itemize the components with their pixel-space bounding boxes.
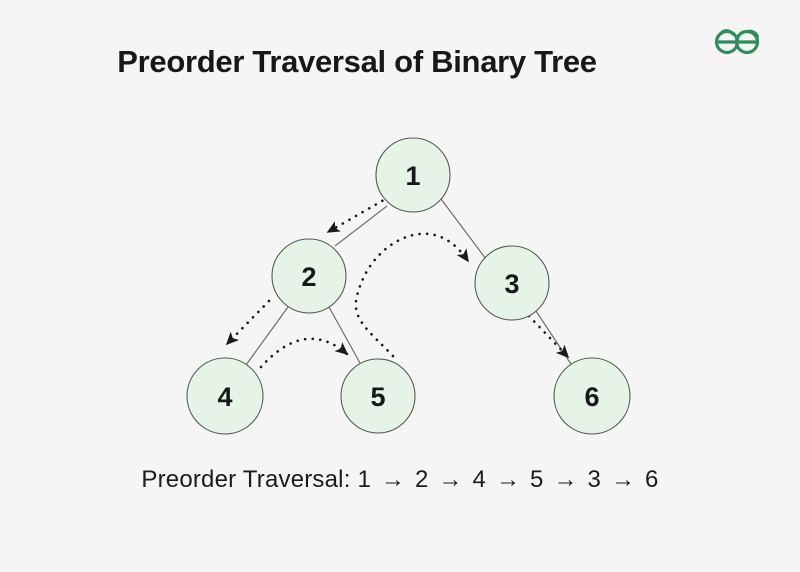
page-title: Preorder Traversal of Binary Tree [117, 44, 597, 79]
traversal-arrows [225, 195, 570, 369]
traversal-seq-2: 4 [472, 466, 487, 493]
tree-edge-2-5 [328, 306, 361, 364]
traversal-caption: Preorder Traversal: 1 → 2 → 4 → 5 → 3 → … [0, 466, 800, 494]
tree-node-1[interactable]: 1 [375, 137, 451, 213]
tree-node-4-label: 4 [217, 382, 232, 412]
traversal-seq-0: 1 [357, 466, 372, 493]
arrow-right-icon: → [380, 466, 406, 493]
tree-nodes: 1 2 3 4 5 6 [186, 137, 631, 435]
tree-edges [245, 198, 572, 366]
tree-node-5-label: 5 [370, 382, 385, 412]
traversal-caption-prefix: Preorder Traversal: [141, 466, 351, 493]
traversal-seq-1: 2 [414, 466, 429, 493]
tree-node-5-circle[interactable] [340, 358, 416, 434]
arrow-right-icon: → [553, 466, 578, 493]
tree-node-3-circle[interactable] [474, 245, 550, 321]
tree-node-4-circle[interactable] [186, 357, 264, 435]
tree-node-3[interactable]: 3 [474, 245, 550, 321]
tree-node-2-label: 2 [301, 262, 316, 292]
tree-node-2-circle[interactable] [271, 238, 347, 314]
tree-node-3-label: 3 [504, 269, 519, 299]
arrow-right-icon: → [610, 466, 636, 493]
tree-edge-2-4 [245, 306, 289, 366]
arrow-right-icon: → [495, 466, 521, 493]
traversal-seq-5: 6 [645, 466, 659, 493]
traversal-arrow-1-2 [326, 195, 391, 234]
traversal-seq-3: 5 [530, 466, 544, 493]
tree-node-5[interactable]: 5 [340, 358, 416, 434]
tree-node-1-circle[interactable] [375, 137, 451, 213]
traversal-arrow-5-3 [354, 232, 470, 358]
traversal-arrow-4-5 [259, 337, 349, 369]
tree-node-6[interactable]: 6 [553, 357, 631, 435]
tree-node-4[interactable]: 4 [186, 357, 264, 435]
tree-edge-1-3 [440, 198, 487, 260]
tree-edge-1-2 [334, 205, 388, 247]
arrow-right-icon: → [438, 466, 463, 493]
tree-node-1-label: 1 [405, 161, 420, 191]
geeksforgeeks-logo-icon [708, 20, 766, 60]
traversal-seq-4: 3 [587, 466, 602, 493]
tree-node-6-label: 6 [584, 382, 599, 412]
tree-node-2[interactable]: 2 [271, 238, 347, 314]
traversal-arrow-2-4 [225, 299, 271, 346]
tree-edge-3-6 [535, 310, 572, 365]
tree-node-6-circle[interactable] [553, 357, 631, 435]
